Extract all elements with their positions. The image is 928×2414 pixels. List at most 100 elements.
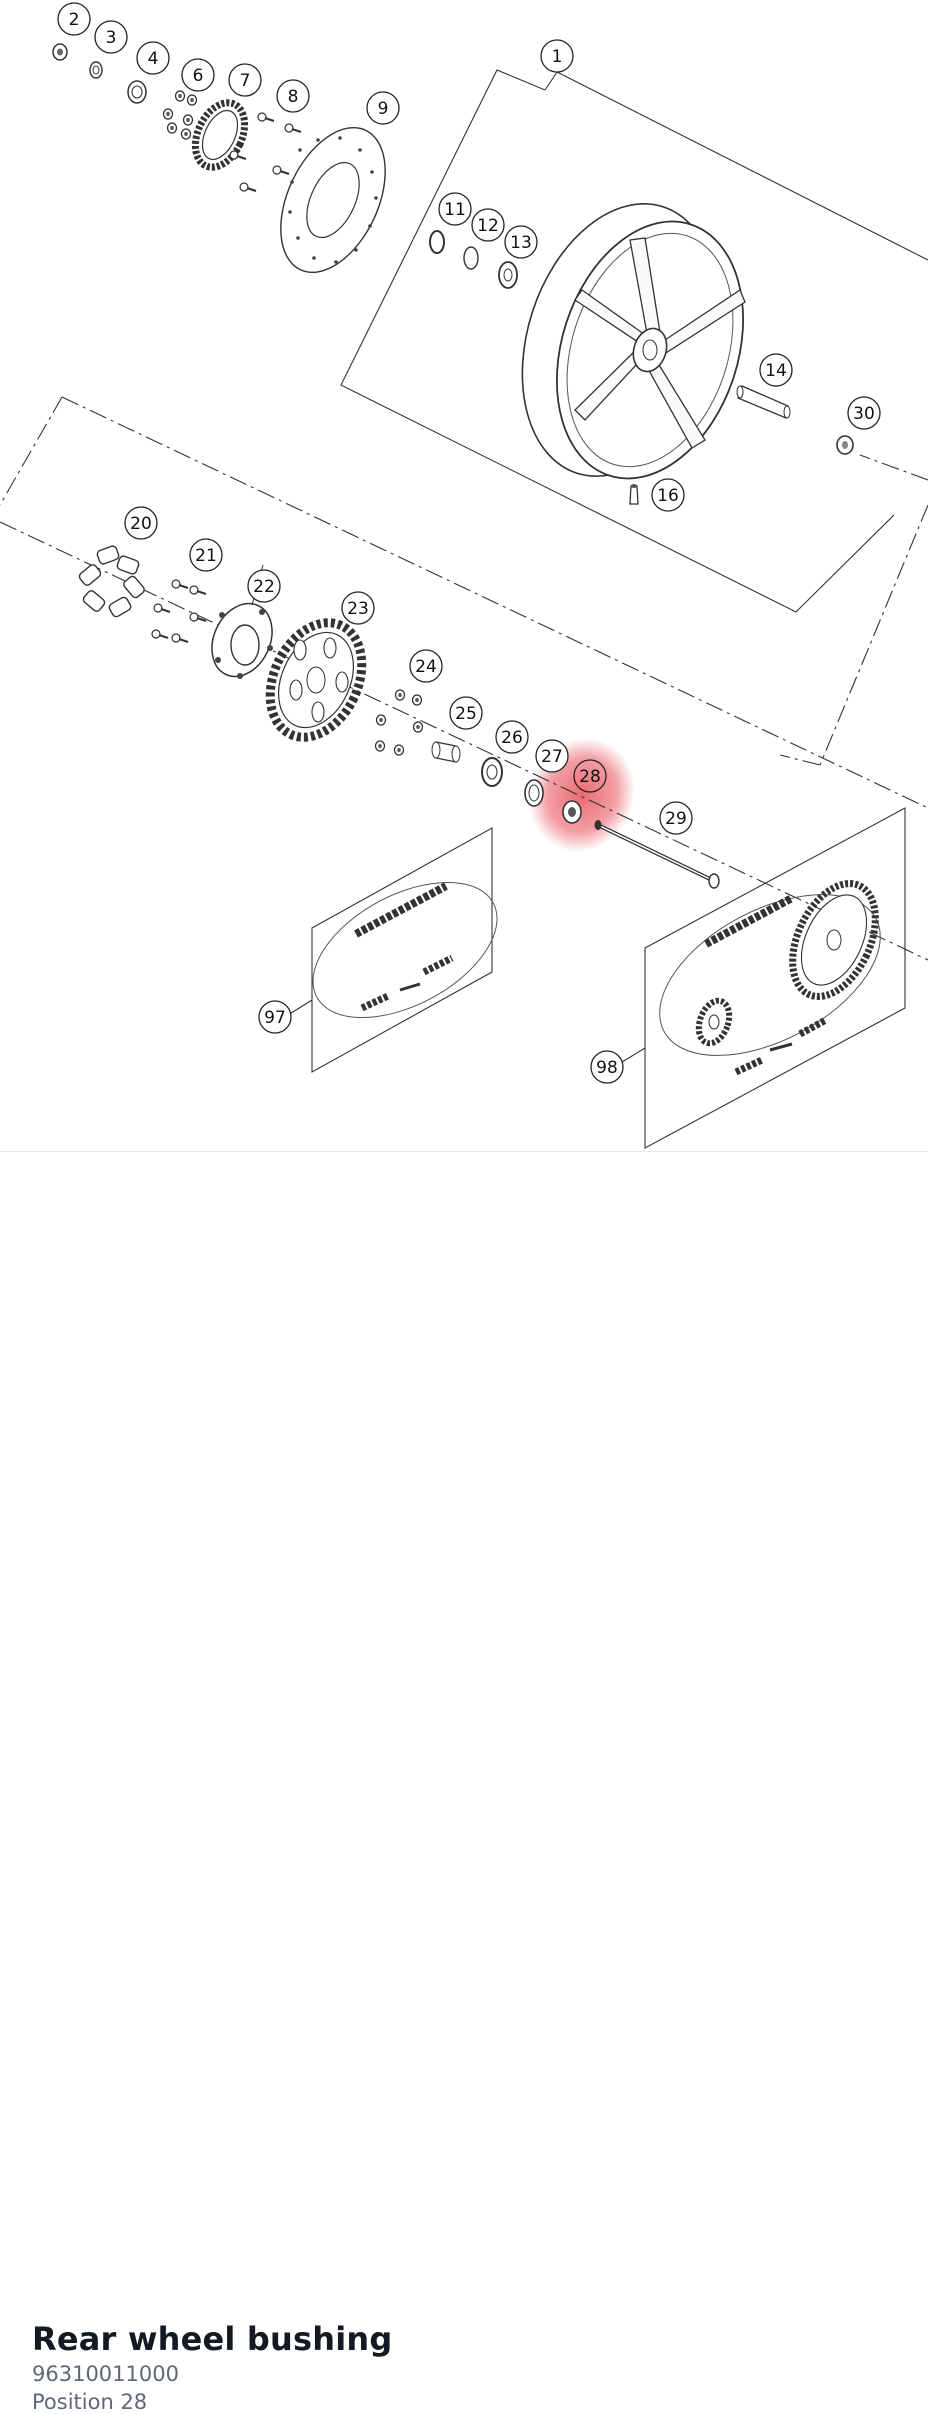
callout-number: 98 <box>596 1058 618 1078</box>
part-12-circlip <box>463 246 479 270</box>
callout-2: 2 <box>57 2 91 36</box>
callout-number: 29 <box>665 809 687 829</box>
callout-circle <box>573 759 607 793</box>
part-name: Rear wheel bushing <box>32 2320 393 2358</box>
callout-number: 3 <box>106 28 117 48</box>
part-13-bearing <box>498 261 518 289</box>
callout-number: 8 <box>288 87 299 107</box>
part-27-seal <box>524 779 544 807</box>
callout-circle <box>276 79 310 113</box>
callout-number: 26 <box>501 728 523 748</box>
callout-circle <box>535 739 569 773</box>
part-number: 96310011000 <box>32 2362 179 2386</box>
callout-number: 25 <box>455 704 477 724</box>
part-23-rear-sprocket <box>265 618 367 742</box>
callout-11: 11 <box>438 192 472 226</box>
callout-number: 20 <box>130 514 152 534</box>
callout-13: 13 <box>504 225 538 259</box>
callout-number: 28 <box>579 767 601 787</box>
part-position: Position 28 <box>32 2390 148 2414</box>
callout-number: 27 <box>541 747 563 767</box>
callout-number: 2 <box>69 10 80 30</box>
part-7-sprocket <box>191 99 249 171</box>
callout-circle <box>136 41 170 75</box>
leader-lines <box>251 71 558 606</box>
callout-21: 21 <box>189 538 223 572</box>
part-3-washer <box>89 61 103 79</box>
callout-25: 25 <box>449 696 483 730</box>
callout-6: 6 <box>181 58 215 92</box>
hub-frame <box>0 396 928 961</box>
callout-circle <box>590 1050 624 1084</box>
exploded-parts-diagram: 1234678911121314162021222324252627282930… <box>0 2 928 1149</box>
callout-28: 28 <box>573 759 607 793</box>
part-1-rim <box>521 203 746 480</box>
callout-circle <box>366 91 400 125</box>
callout-circle <box>247 569 281 603</box>
callout-number: 7 <box>240 71 251 91</box>
part-2-nut <box>52 43 68 61</box>
callout-27: 27 <box>535 739 569 773</box>
part-9-brake-disc <box>280 126 386 274</box>
part-26-bearing <box>481 757 503 787</box>
callout-circle <box>57 2 91 36</box>
callout-circle <box>495 720 529 754</box>
callout-circle <box>228 63 262 97</box>
part-25-spacer <box>431 741 461 763</box>
callout-23: 23 <box>341 591 375 625</box>
part-30-spacer <box>836 435 854 455</box>
callout-circle <box>181 58 215 92</box>
part-21-bolts <box>150 578 208 644</box>
callout-circle <box>659 801 693 835</box>
callout-number: 21 <box>195 546 217 566</box>
callout-number: 23 <box>347 599 369 619</box>
callout-circle <box>94 20 128 54</box>
callout-number: 22 <box>253 577 275 597</box>
callout-circle <box>471 208 505 242</box>
callout-circle <box>759 353 793 387</box>
callout-9: 9 <box>366 91 400 125</box>
part-29-axle <box>594 820 720 889</box>
callout-number: 30 <box>853 404 875 424</box>
callout-8: 8 <box>276 79 310 113</box>
callout-circle <box>651 478 685 512</box>
callout-circle <box>438 192 472 226</box>
part-16-valve <box>629 484 639 505</box>
callout-1: 1 <box>540 39 574 73</box>
callout-22: 22 <box>247 569 281 603</box>
callout-circle <box>124 506 158 540</box>
callout-16: 16 <box>651 478 685 512</box>
part-4-bearing <box>127 80 147 104</box>
callout-26: 26 <box>495 720 529 754</box>
callout-circle <box>189 538 223 572</box>
callout-24: 24 <box>409 649 443 683</box>
callout-12: 12 <box>471 208 505 242</box>
callout-circle <box>449 696 483 730</box>
part-8-bolts <box>228 111 303 193</box>
callout-number: 12 <box>477 216 499 236</box>
part-14-spacer <box>736 385 791 419</box>
callout-3: 3 <box>94 20 128 54</box>
wheel-frame <box>340 69 928 613</box>
part-6-nuts <box>162 90 198 140</box>
callout-number: 1 <box>552 47 563 67</box>
callout-number: 4 <box>148 49 159 69</box>
callout-number: 97 <box>264 1008 286 1028</box>
callout-number: 14 <box>765 361 787 381</box>
callout-97: 97 <box>258 1000 292 1034</box>
callout-number: 9 <box>378 99 389 119</box>
part-28-bushing <box>562 800 582 824</box>
part-20-cush-drive-rubbers <box>78 545 145 618</box>
callout-circle <box>258 1000 292 1034</box>
callout-29: 29 <box>659 801 693 835</box>
callout-14: 14 <box>759 353 793 387</box>
chain-kit-frames <box>287 807 906 1149</box>
callout-number: 24 <box>415 657 437 677</box>
callout-circle <box>409 649 443 683</box>
callout-circle <box>341 591 375 625</box>
part-info-panel: Rear wheel bushing 96310011000 Position … <box>0 1151 928 2414</box>
part-98-chain-kit <box>659 880 881 1076</box>
callout-number: 13 <box>510 233 532 253</box>
callout-circle <box>504 225 538 259</box>
